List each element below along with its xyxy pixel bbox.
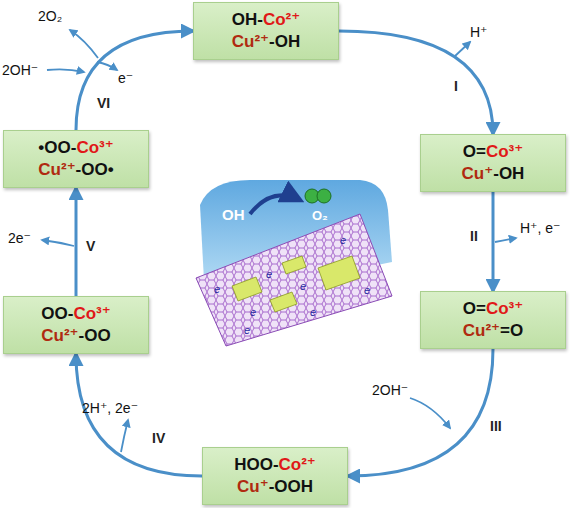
byproduct-label: 2H⁺, 2e⁻ — [82, 400, 138, 416]
electron-mark: e — [310, 306, 316, 318]
step-number: II — [468, 228, 480, 244]
species-formula: OH-Co²⁺ — [232, 9, 300, 31]
side-arrow — [495, 238, 516, 242]
species-formula: Cu²⁺-OO• — [38, 159, 113, 181]
graphene-sheet — [196, 214, 392, 346]
state-box: OO-Co³⁺Cu²⁺-OO — [3, 296, 149, 354]
byproduct-label: 2e⁻ — [8, 230, 31, 246]
step-number: VI — [95, 95, 112, 111]
cycle-arrow — [492, 192, 495, 291]
electron-mark: e — [250, 306, 256, 318]
electron-mark: e — [244, 324, 250, 336]
species-formula: Cu²⁺=O — [463, 320, 523, 342]
electron-mark: e — [364, 284, 370, 296]
byproduct-label: 2O₂ — [38, 8, 62, 24]
byproduct-label: H⁺ — [470, 24, 488, 40]
side-arrow — [42, 240, 74, 246]
step-number: IV — [150, 430, 167, 446]
cycle-arrow — [348, 349, 493, 476]
species-formula: Cu²⁺-OO — [41, 325, 110, 347]
side-arrow — [97, 62, 117, 70]
byproduct-label: e⁻ — [118, 70, 133, 86]
byproduct-label: H⁺, e⁻ — [520, 220, 560, 236]
side-arrow — [47, 69, 84, 72]
electron-mark: e — [266, 268, 272, 280]
oxygen-molecule — [305, 189, 331, 203]
species-formula: HOO-Co²⁺ — [234, 454, 316, 476]
state-box: HOO-Co²⁺Cu⁺-OOH — [202, 447, 348, 505]
step-number: V — [84, 238, 97, 254]
species-label: OH — [222, 206, 245, 223]
cycle-arrow — [76, 354, 202, 476]
cycle-arrow — [76, 31, 193, 130]
catalyst-flakes — [232, 256, 360, 312]
species-label: O₂ — [312, 208, 328, 223]
electron-mark: e — [300, 280, 306, 292]
graphene-lattice — [196, 214, 392, 346]
species-formula: O=Co³⁺ — [463, 141, 523, 163]
step-number: III — [488, 418, 504, 434]
species-formula: O=Co³⁺ — [463, 298, 523, 320]
side-arrow — [455, 42, 470, 56]
species-formula: Cu²⁺-OH — [232, 31, 300, 53]
cycle-arrow — [339, 31, 493, 134]
state-box: O=Co³⁺Cu⁺-OH — [420, 134, 566, 192]
side-arrow — [70, 30, 98, 58]
state-box: •OO-Co³⁺Cu²⁺-OO• — [3, 130, 149, 188]
species-formula: Cu⁺-OH — [462, 163, 525, 185]
state-box: OH-Co²⁺Cu²⁺-OH — [193, 2, 339, 60]
species-formula: OO-Co³⁺ — [41, 303, 110, 325]
species-formula: Cu⁺-OOH — [237, 476, 313, 498]
reaction-arrow — [250, 195, 300, 214]
byproduct-label: 2OH⁻ — [372, 382, 408, 398]
side-arrow — [121, 420, 128, 452]
side-arrow — [410, 398, 450, 428]
electron-mark: e — [340, 234, 346, 246]
electron-mark: e — [214, 283, 220, 295]
byproduct-label: 2OH⁻ — [2, 62, 38, 78]
species-formula: •OO-Co³⁺ — [38, 137, 113, 159]
step-number: I — [452, 78, 460, 94]
state-box: O=Co³⁺Cu²⁺=O — [420, 291, 566, 349]
cycle-arrow — [75, 188, 78, 296]
